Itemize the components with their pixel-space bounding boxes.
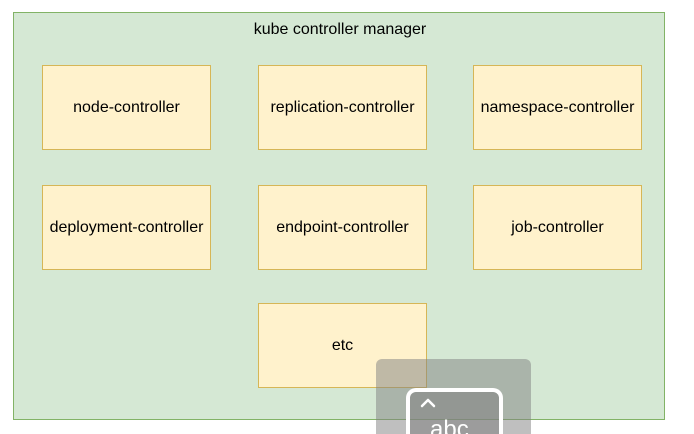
node-controller-box: node-controller	[42, 65, 211, 150]
deployment-controller-box: deployment-controller	[42, 185, 211, 270]
etc-box: etc	[258, 303, 427, 388]
replication-controller-box: replication-controller	[258, 65, 427, 150]
keyboard-caret-icon	[420, 398, 436, 408]
text-edit-label: abc	[430, 416, 469, 434]
job-controller-box: job-controller	[473, 185, 642, 270]
endpoint-controller-box: endpoint-controller	[258, 185, 427, 270]
container-title: kube controller manager	[253, 21, 427, 38]
namespace-controller-box: namespace-controller	[473, 65, 642, 150]
text-edit-key[interactable]: abc	[406, 388, 503, 434]
